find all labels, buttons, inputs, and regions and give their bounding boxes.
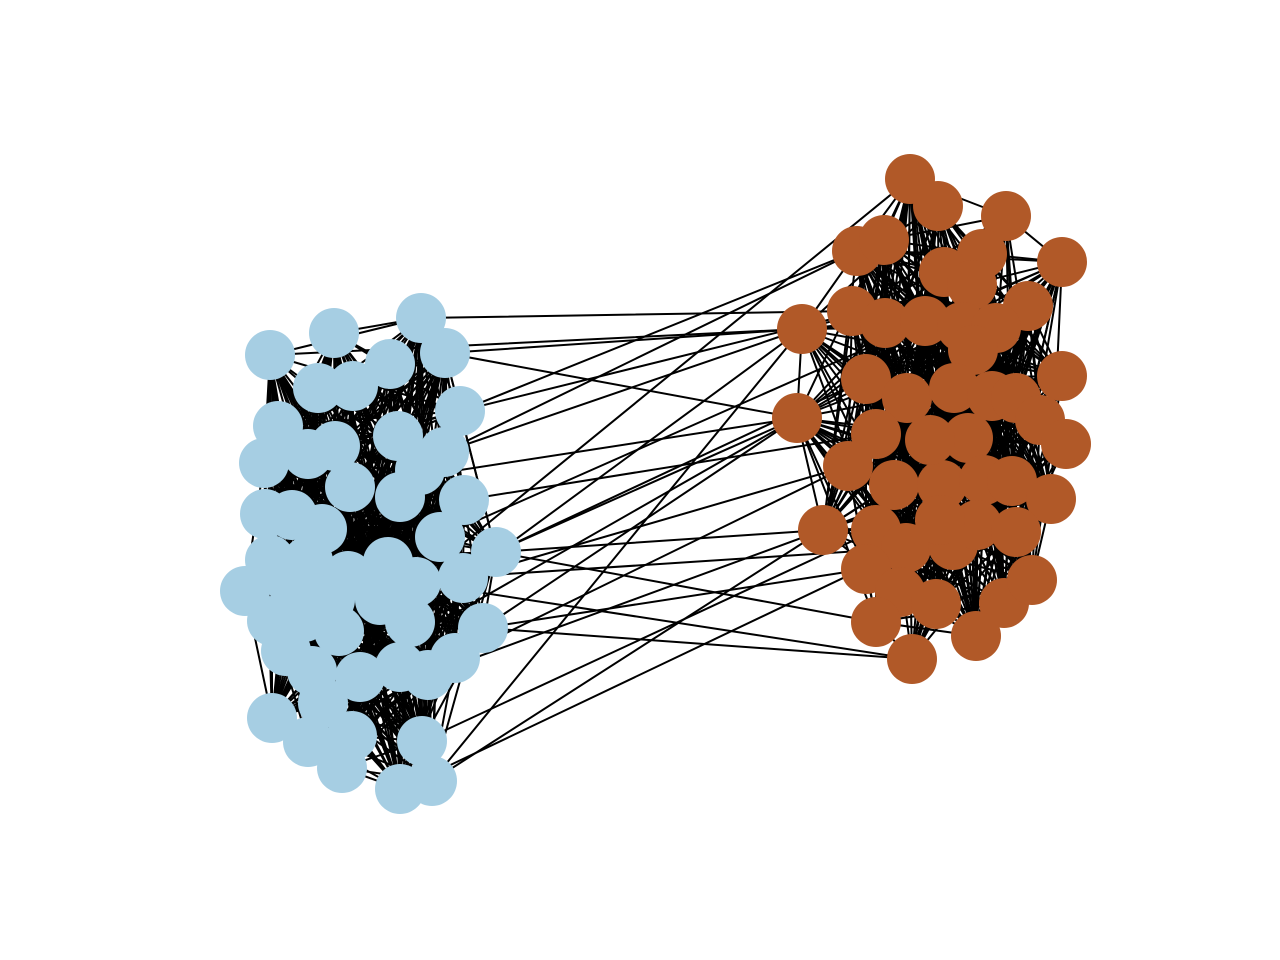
node-community-a <box>397 716 447 766</box>
node-community-b <box>943 413 993 463</box>
edge-b <box>822 310 853 531</box>
node-community-b <box>1007 555 1057 605</box>
edge-bridge <box>431 328 803 782</box>
node-community-b <box>798 505 848 555</box>
node-community-a <box>415 512 465 562</box>
node-community-b <box>851 597 901 647</box>
node-community-b <box>948 325 998 375</box>
edge-bridge <box>482 627 913 660</box>
node-community-a <box>355 575 405 625</box>
node-community-b <box>1026 474 1076 524</box>
edge-bridge <box>495 529 824 553</box>
edge-bridge <box>462 328 803 579</box>
node-community-a <box>407 756 457 806</box>
node-community-a <box>245 330 295 380</box>
node-community-a <box>265 555 315 605</box>
node-community-b <box>951 611 1001 661</box>
node-community-a <box>325 462 375 512</box>
node-community-b <box>952 500 1002 550</box>
node-community-a <box>317 743 367 793</box>
edge-bridge <box>495 417 798 553</box>
node-community-a <box>247 693 297 743</box>
node-community-b <box>987 456 1037 506</box>
node-community-a <box>430 633 480 683</box>
edge-b <box>796 417 867 570</box>
node-community-b <box>1041 419 1091 469</box>
edge-bridge <box>420 310 853 319</box>
node-community-a <box>439 475 489 525</box>
edge-bridge <box>454 465 849 659</box>
edge-bridge <box>443 328 803 453</box>
edge-bridge <box>482 417 798 629</box>
node-community-a <box>395 445 445 495</box>
node-community-b <box>1037 237 1087 287</box>
node-community-b <box>981 191 1031 241</box>
node-community-a <box>283 717 333 767</box>
node-community-a <box>239 438 289 488</box>
node-community-b <box>869 460 919 510</box>
node-community-b <box>1037 351 1087 401</box>
node-community-a <box>309 308 359 358</box>
edge-bridge <box>462 465 849 579</box>
node-community-b <box>911 579 961 629</box>
edge-bridge <box>482 568 867 629</box>
node-community-a <box>298 678 348 728</box>
edge-bridge <box>495 551 877 623</box>
edge-bridge <box>431 529 824 782</box>
node-community-b <box>772 393 822 443</box>
node-community-a <box>438 553 488 603</box>
node-community-a <box>328 361 378 411</box>
node-community-a <box>396 293 446 343</box>
node-community-b <box>860 298 910 348</box>
node-community-a <box>283 429 333 479</box>
node-community-b <box>900 296 950 346</box>
node-community-b <box>947 260 997 310</box>
node-community-b <box>859 215 909 265</box>
node-community-a <box>335 652 385 702</box>
edge-bridge <box>399 547 907 790</box>
node-community-b <box>882 373 932 423</box>
node-community-b <box>841 354 891 404</box>
node-community-b <box>887 634 937 684</box>
node-community-b <box>823 441 873 491</box>
edge-bridge <box>463 433 877 501</box>
edge-a <box>277 410 461 427</box>
node-layer <box>220 154 1091 814</box>
node-community-b <box>915 495 965 545</box>
edge-bridge <box>427 529 824 676</box>
edge-bridge <box>415 178 911 583</box>
node-community-b <box>777 304 827 354</box>
edge-bridge <box>444 328 803 354</box>
node-community-a <box>305 575 355 625</box>
edge-bridge <box>421 529 877 742</box>
edge-b <box>801 328 1063 377</box>
node-community-a <box>420 328 470 378</box>
node-community-b <box>991 507 1041 557</box>
node-community-a <box>435 386 485 436</box>
node-community-b <box>929 363 979 413</box>
node-community-b <box>913 181 963 231</box>
edge-bridge <box>269 328 803 356</box>
node-community-a <box>365 339 415 389</box>
edge-bridge <box>443 250 858 453</box>
edge-bridge <box>444 352 798 419</box>
node-community-b <box>881 523 931 573</box>
node-community-b <box>905 415 955 465</box>
